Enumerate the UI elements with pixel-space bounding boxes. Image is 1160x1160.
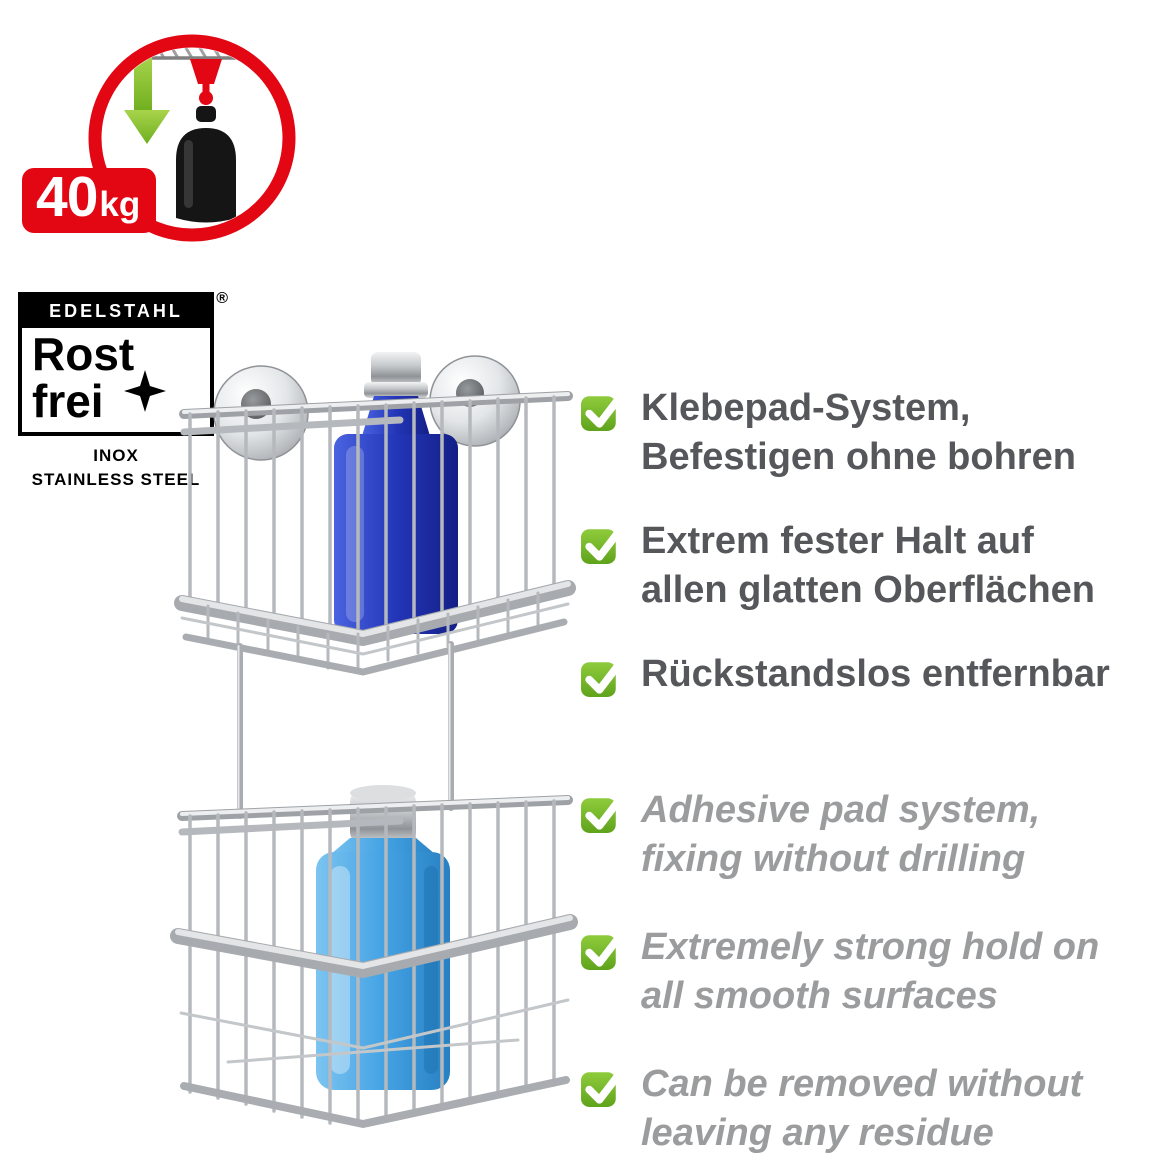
logo-caption-inox: INOX (93, 446, 139, 465)
feature-text: Rückstandslos entfernbar (641, 652, 1110, 695)
weight-value: 40 (36, 165, 98, 229)
upper-basket (174, 391, 576, 676)
feature-item: Klebepad-System, Befestigen ohne bohren (580, 384, 1155, 483)
green-down-arrow-icon (124, 56, 170, 144)
feature-item: Extrem fester Halt auf allen glatten Obe… (580, 517, 1155, 616)
feature-item: Extremely strong hold on all smooth surf… (580, 923, 1155, 1022)
feature-text: Extrem fester Halt auf allen glatten Obe… (641, 519, 1095, 612)
weight-capacity-label: 40 kg (22, 165, 157, 233)
check-icon (581, 791, 627, 833)
feature-text: Can be removed without leaving any resid… (641, 1062, 1083, 1154)
check-icon (581, 522, 627, 564)
feature-text: Adhesive pad system, fixing without dril… (641, 789, 1041, 881)
feature-text: Klebepad-System, Befestigen ohne bohren (641, 387, 1076, 479)
weight-capacity-badge: 40 kg (18, 26, 310, 248)
four-point-star-icon (124, 370, 166, 412)
check-icon (581, 1064, 627, 1107)
product-photo-corner-caddy (170, 352, 578, 1128)
rostfrei-logo: EDELSTAHL Rost frei ® INOX STAINLESS STE… (18, 290, 228, 492)
adhesive-mount-icon (190, 59, 222, 105)
logo-word-top: Rost (32, 328, 135, 380)
registered-trademark: ® (216, 290, 228, 307)
check-icon (581, 654, 627, 697)
connecting-rods (237, 641, 454, 819)
rostfrei-logo-box: EDELSTAHL Rost frei ® (18, 290, 228, 436)
check-icon (581, 928, 627, 970)
feature-item: Adhesive pad system, fixing without dril… (580, 786, 1155, 885)
logo-caption-stainless: STAINLESS STEEL (31, 469, 201, 489)
feature-text: Extremely strong hold on all smooth surf… (641, 925, 1100, 1018)
feature-list-german: Klebepad-System, Befestigen ohne bohren … (580, 384, 1155, 699)
feature-list-english: Adhesive pad system, fixing without dril… (580, 786, 1155, 1158)
feature-item: Rückstandslos entfernbar (580, 650, 1155, 699)
lower-basket (170, 795, 578, 1128)
logo-word-bottom: frei (32, 374, 104, 427)
weight-unit: kg (99, 185, 141, 224)
feature-item: Can be removed without leaving any resid… (580, 1060, 1155, 1159)
logo-body: Rost frei (22, 328, 210, 432)
upper-bottle (334, 352, 458, 634)
logo-header: EDELSTAHL (22, 296, 210, 328)
check-icon (581, 389, 627, 431)
hanging-weight-icon (176, 106, 236, 223)
